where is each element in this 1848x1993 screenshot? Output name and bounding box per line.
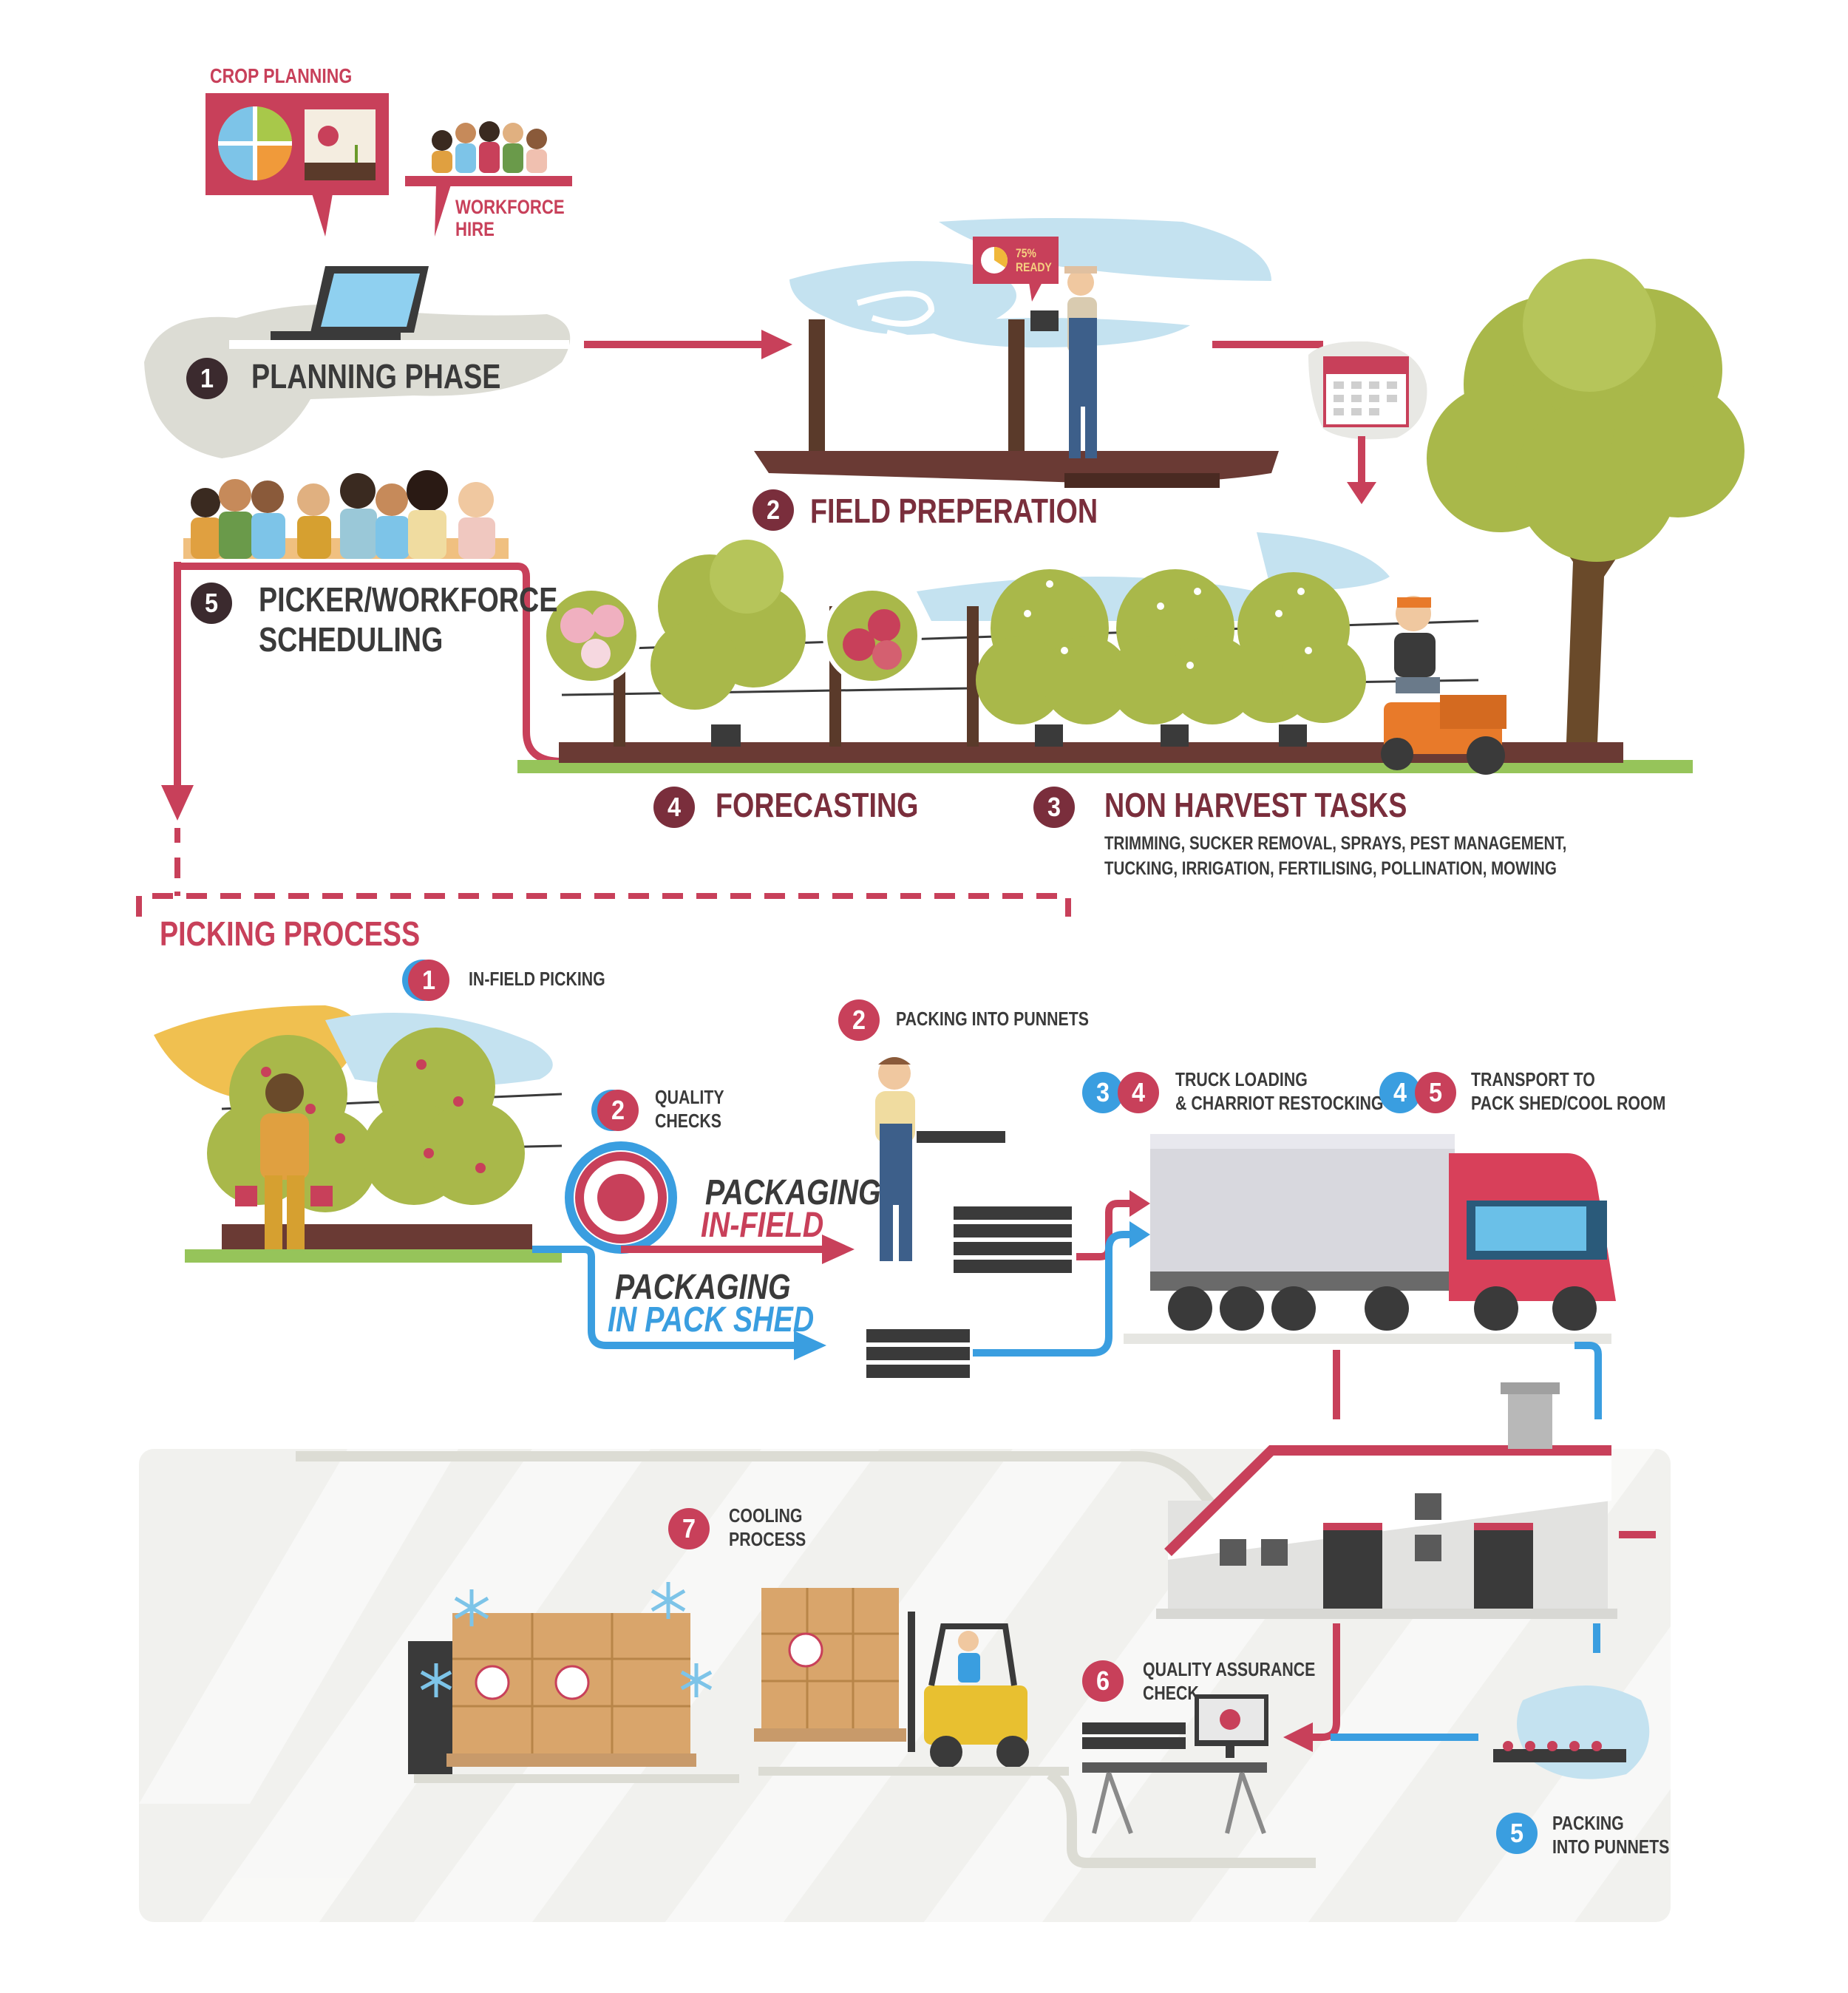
picker-workforce-group [183,470,509,559]
step-badge-punnets: 2 [838,999,880,1041]
team-group [432,121,547,173]
step-badge-planning: 1 [186,358,228,399]
step-badge-transport-b: 5 [1415,1072,1456,1113]
packaging-infield-line1: PACKAGING [705,1173,881,1212]
workforce-hire-bubble [405,121,572,237]
step-badge-cooling: 7 [668,1508,710,1549]
scheduling-flow-line [177,563,563,765]
farmer-tablet-figure [1030,266,1097,458]
picker-figure [235,1073,333,1249]
scheduling-title-line1: PICKER/WORKFORCE [259,580,558,619]
forklift [754,1588,1029,1768]
snowflake-icon [420,1582,713,1697]
forecasting-title: FORECASTING [716,786,919,824]
punnet-trays-shed [866,1329,970,1378]
raspberry-bushes [207,1028,525,1212]
punnet-trays-infield [954,1206,1072,1273]
packaging-shed-line1: PACKAGING [615,1268,791,1307]
qa-line1: QUALITY ASSURANCE [1143,1658,1316,1680]
step-badge-truck-b: 4 [1118,1072,1159,1113]
forecast-bush [650,540,806,747]
crop-planning-label: CROP PLANNING [210,64,353,87]
magnified-berries-right [823,586,922,685]
crop-planning-bubble [205,93,389,237]
step-badge-forecasting: 4 [653,787,695,828]
magnified-berries-left [542,586,641,685]
ride-on-mower [1381,596,1506,775]
pack-shed-building [1156,1382,1617,1619]
truck-loading-line1: TRUCK LOADING [1175,1068,1308,1090]
shed-punnets-line1: PACKING [1552,1812,1624,1834]
cooling-line2: PROCESS [729,1528,806,1550]
laptop-icon [271,266,429,340]
packer-figure [875,1057,1005,1261]
step-badge-qa: 6 [1082,1660,1124,1702]
step-badge-field-prep: 2 [753,489,794,531]
transport-line2: PACK SHED/COOL ROOM [1471,1092,1666,1114]
qa-line2: CHECK [1143,1682,1199,1704]
field-prep-title: FIELD PREPERATION [810,492,1098,530]
step-badge-truck-a: 3 [1082,1072,1124,1113]
workforce-hire-label: WORKFORCE HIRE [455,196,565,240]
quality-check-magnifier [565,1141,677,1254]
step-badge-infield-picking: 1 [408,960,449,1001]
quality-checks-line1: QUALITY [655,1086,724,1108]
shed-punnet-packing [1493,1685,1650,1779]
quality-assurance-desk [1082,1694,1268,1835]
calendar-icon [1308,341,1427,440]
cooling-line1: COOLING [729,1504,803,1527]
step-badge-non-harvest: 3 [1033,787,1075,828]
scheduling-title-line2: SCHEDULING [259,620,444,659]
picking-process-bracket [136,858,1071,917]
step-badge-quality-checks: 2 [597,1090,639,1131]
packaging-infield-line2: IN-FIELD [701,1206,824,1245]
non-harvest-tasks-line1: TRIMMING, SUCKER REMOVAL, SPRAYS, PEST M… [1104,833,1567,854]
cold-storage-pallets [408,1582,739,1783]
picking-process-title: PICKING PROCESS [160,914,421,953]
readiness-text: 75% READY [1016,246,1052,274]
step-badge-shed-punnets: 5 [1496,1813,1538,1854]
transport-line1: TRANSPORT TO [1471,1068,1595,1090]
step-badge-transport-a: 4 [1379,1072,1421,1113]
packaging-shed-path [532,1246,798,1349]
flowering-bushes [976,569,1366,747]
non-harvest-title: NON HARVEST TASKS [1104,786,1407,824]
planning-phase-title: PLANNING PHASE [251,357,501,395]
packing-punnets-label: PACKING INTO PUNNETS [896,1008,1090,1030]
quality-checks-line2: CHECKS [655,1110,722,1132]
shed-punnets-line2: INTO PUNNETS [1552,1836,1670,1858]
non-harvest-tasks-line2: TUCKING, IRRIGATION, FERTILISING, POLLIN… [1104,858,1557,879]
infield-picking-label: IN-FIELD PICKING [469,968,605,990]
step-badge-scheduling: 5 [191,583,232,624]
delivery-truck [1150,1134,1616,1331]
large-tree [1427,259,1745,761]
packaging-shed-line2: IN PACK SHED [608,1300,815,1340]
truck-loading-line2: & CHARRIOT RESTOCKING [1175,1092,1384,1114]
